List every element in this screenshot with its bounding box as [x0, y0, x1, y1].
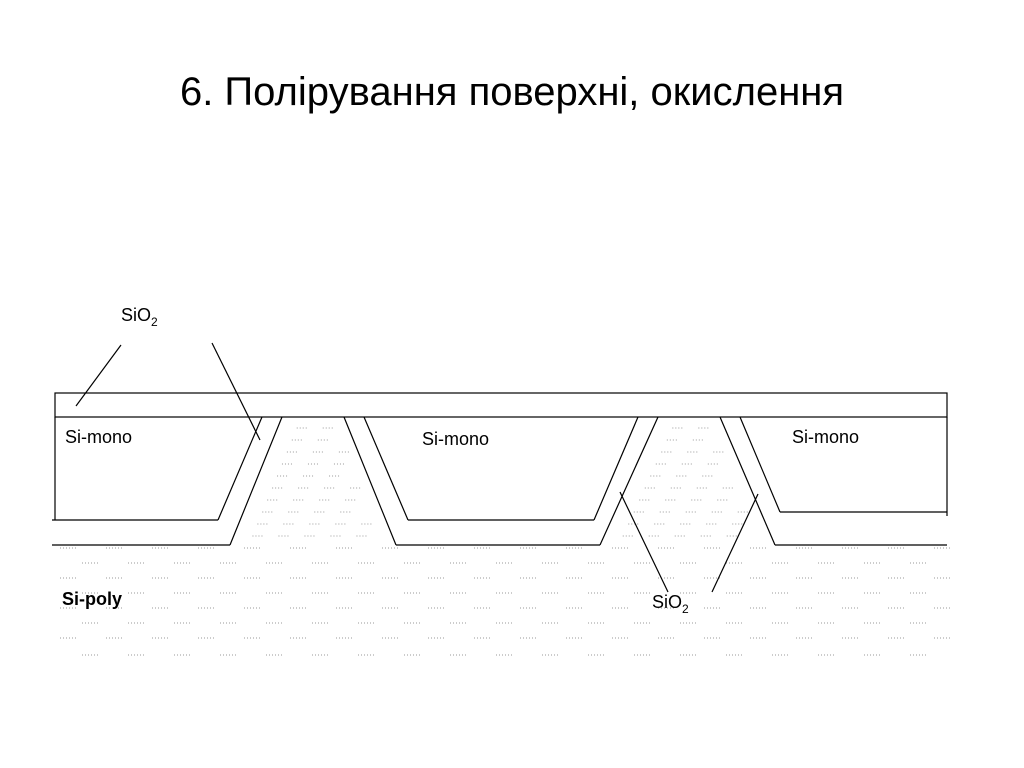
label-sio2-bottom: SiO2: [652, 592, 689, 616]
label-si-poly: Si-poly: [62, 589, 122, 609]
si-poly-texture: [60, 427, 950, 656]
label-sio2-top: SiO2: [121, 305, 158, 329]
leader-line-sio2-bottom-left: [619, 491, 669, 593]
label-si-mono-left: Si-mono: [65, 427, 132, 447]
si-mono-island-right: [739, 416, 948, 516]
label-si-mono-right: Si-mono: [792, 427, 859, 447]
groove-1: [52, 416, 600, 546]
leader-line-sio2-bottom-right: [711, 493, 759, 593]
si-mono-island-middle: [363, 416, 639, 521]
leader-line-sio2-top-left: [75, 344, 122, 407]
leader-line-sio2-top-right: [211, 342, 261, 441]
sio2-top-layer: [54, 392, 948, 418]
groove-2: [599, 416, 947, 546]
slide-title: 6. Полірування поверхні, окислення: [179, 70, 845, 114]
label-si-mono-middle: Si-mono: [422, 429, 489, 449]
si-mono-island-left: [52, 416, 263, 521]
